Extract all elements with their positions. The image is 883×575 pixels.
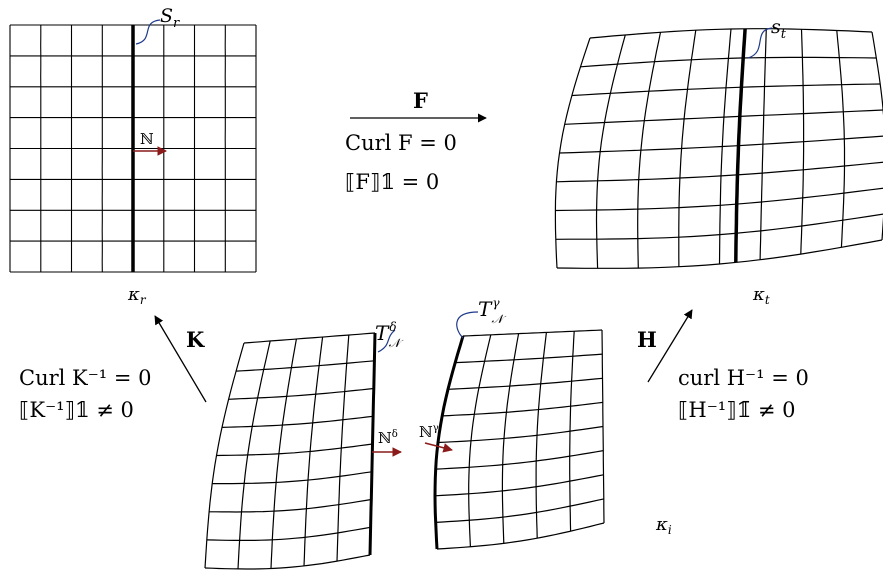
grid-column-line (759, 28, 767, 260)
grid-column-line (718, 28, 732, 265)
T-delta-leader (377, 329, 396, 353)
eq-curl-F: Curl F = 0 (345, 131, 457, 155)
grid-column-line (303, 336, 324, 566)
grid-column-line (637, 32, 662, 269)
grid-row-line (442, 401, 603, 417)
S-r-leader (135, 19, 161, 45)
current-configuration-grid (554, 28, 883, 269)
label-N-ref: ℕ (140, 130, 154, 148)
grid-row-line (556, 161, 883, 183)
arrow-H (647, 309, 693, 383)
grid-row-line (243, 332, 376, 344)
label-s-t: st (771, 16, 787, 42)
grid-row-line (455, 353, 603, 364)
grid-column-line (800, 29, 805, 255)
grid-column-line (871, 31, 883, 241)
grid-row-line (228, 387, 374, 400)
eq-jump-H: ⟦H⁻¹⟧𝟙̄ ≠ 0 (678, 398, 796, 422)
label-H: H (637, 327, 657, 352)
grid-row-line (435, 450, 604, 470)
label-kappa-t: κt (752, 284, 770, 307)
label-kappa-i: κi (655, 514, 672, 537)
grid-row-line (437, 425, 604, 444)
grid-row-line (462, 329, 603, 337)
grid-column-line (595, 34, 626, 269)
label-N-delta: ℕδ (378, 429, 398, 447)
eq-jump-K: ⟦K⁻¹⟧𝟙 ≠ 0 (19, 398, 134, 422)
intermediate-grid-gamma (434, 329, 605, 550)
label-N-gamma: ℕγ (419, 423, 439, 441)
grid-column-line (468, 334, 492, 547)
T-gamma-leader (456, 311, 479, 339)
grid-row-line (212, 471, 372, 485)
grid-column-line (204, 342, 245, 569)
intermediate-grid-delta (204, 332, 376, 570)
grid-row-line (559, 135, 883, 154)
grid-row-line (447, 377, 603, 390)
grid-row-line (434, 474, 604, 497)
grid-column-line (569, 331, 575, 532)
grid-row-line (236, 360, 375, 372)
label-F: F (413, 88, 428, 113)
grid-row-line (206, 526, 371, 541)
grid-column-line (554, 37, 591, 269)
eq-curl-K: Curl K⁻¹ = 0 (19, 366, 152, 390)
grid-column-line (836, 30, 846, 248)
grid-row-line (216, 443, 373, 457)
surface-T-gamma (433, 335, 465, 550)
grid-column-line (336, 334, 350, 562)
label-K: K (186, 327, 205, 352)
eq-curl-H: curl H⁻¹ = 0 (678, 366, 809, 390)
grid-row-line (436, 522, 605, 550)
normal-N-gamma (424, 442, 453, 453)
grid-column-line (501, 333, 520, 544)
eq-jump-F: ⟦F⟧𝟙 = 0 (345, 170, 439, 194)
label-kappa-r: κr (127, 284, 147, 307)
grid-row-line (555, 187, 883, 212)
surface-s-t (734, 28, 747, 263)
arrow-K (154, 315, 207, 403)
grid-column-line (535, 332, 547, 539)
grid-column-line (678, 30, 697, 267)
surface-T-delta (368, 332, 377, 556)
grid-row-line (435, 498, 604, 523)
grid-row-line (221, 415, 374, 428)
grid-column-line (270, 338, 297, 569)
label-S-r: Sr (160, 5, 180, 31)
grid-row-line (209, 498, 372, 513)
grid-row-line (204, 554, 371, 570)
s-t-leader (747, 27, 773, 59)
grid-column-line (601, 329, 605, 524)
grid-column-line (237, 340, 271, 569)
